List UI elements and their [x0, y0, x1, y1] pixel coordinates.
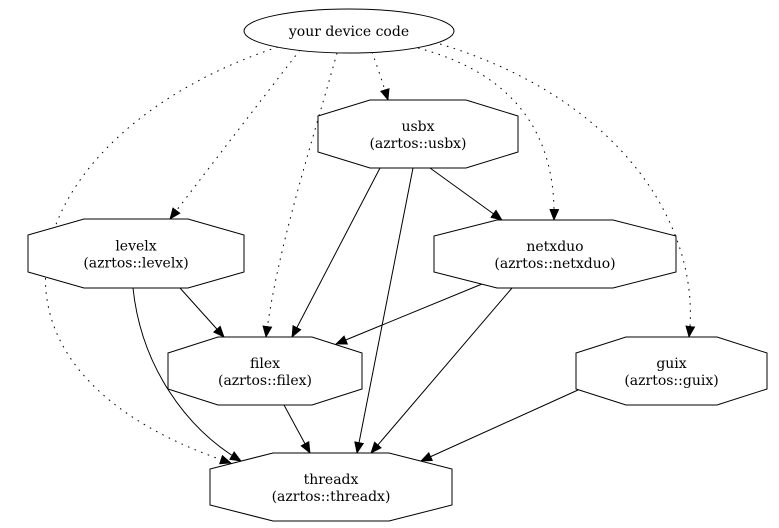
edge-device-to-usbx	[371, 51, 390, 101]
edge-netxduo-to-threadx	[370, 287, 513, 454]
node-threadx-sublabel: (azrtos::threadx)	[272, 489, 391, 505]
node-filex-sublabel: (azrtos::filex)	[218, 373, 312, 389]
node-usbx-label: usbx	[401, 119, 434, 135]
edge-levelx-to-filex	[179, 287, 225, 338]
edge-device-to-guix	[439, 43, 696, 338]
node-netxduo-label: netxduo	[526, 239, 583, 255]
node-guix-label: guix	[656, 356, 686, 372]
edges-layer	[45, 43, 696, 465]
filex-octagon-shape	[167, 336, 363, 406]
node-device: your device code	[243, 8, 455, 54]
node-netxduo-sublabel: (azrtos::netxduo)	[494, 256, 615, 272]
node-levelx-sublabel: (azrtos::levelx)	[83, 256, 188, 272]
usbx-octagon-shape	[317, 99, 519, 169]
edge-device-to-filex	[262, 52, 338, 338]
edge-usbx-to-netxduo	[429, 167, 503, 221]
edge-usbx-to-threadx	[354, 167, 414, 454]
node-usbx-sublabel: (azrtos::usbx)	[369, 136, 466, 152]
threadx-octagon-shape	[209, 452, 453, 522]
node-guix: guix(azrtos::guix)	[575, 336, 768, 406]
nodes-layer: your device codeusbx(azrtos::usbx)levelx…	[27, 8, 768, 522]
edge-filex-to-threadx	[283, 404, 311, 454]
node-filex: filex(azrtos::filex)	[167, 336, 363, 406]
netxduo-octagon-shape	[433, 219, 677, 289]
node-guix-sublabel: (azrtos::guix)	[624, 373, 718, 389]
node-netxduo: netxduo(azrtos::netxduo)	[433, 219, 677, 289]
node-threadx-label: threadx	[304, 472, 359, 488]
node-usbx: usbx(azrtos::usbx)	[317, 99, 519, 169]
device-ellipse-shape	[243, 8, 455, 54]
edge-device-to-threadx	[45, 46, 279, 465]
edge-device-to-netxduo	[417, 47, 560, 221]
node-device-label: your device code	[288, 24, 409, 40]
node-levelx: levelx(azrtos::levelx)	[27, 218, 245, 289]
node-filex-label: filex	[250, 356, 280, 372]
edge-device-to-levelx	[169, 49, 301, 220]
node-threadx: threadx(azrtos::threadx)	[209, 452, 453, 522]
edge-levelx-to-threadx	[132, 287, 242, 462]
edge-usbx-to-filex	[291, 167, 381, 338]
edge-netxduo-to-filex	[335, 283, 483, 345]
edge-guix-to-threadx	[420, 389, 579, 462]
levelx-octagon-shape	[27, 218, 245, 289]
node-levelx-label: levelx	[115, 239, 156, 255]
guix-octagon-shape	[575, 336, 768, 406]
